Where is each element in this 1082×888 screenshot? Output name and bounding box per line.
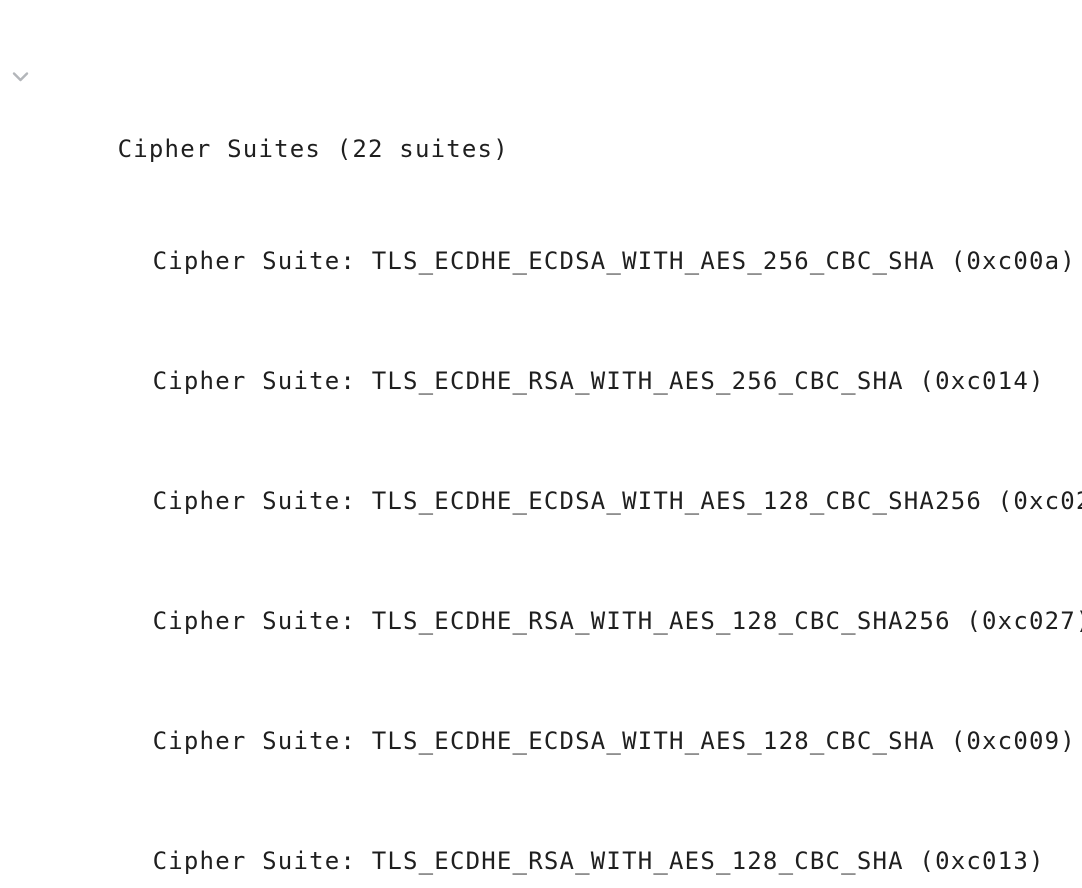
- cipher-suite-text: Cipher Suite: TLS_ECDHE_RSA_WITH_AES_128…: [152, 607, 1082, 635]
- cipher-suite-row[interactable]: Cipher Suite: TLS_ECDHE_RSA_WITH_AES_256…: [0, 327, 1082, 395]
- chevron-down-icon[interactable]: [12, 72, 29, 83]
- cipher-suite-row[interactable]: Cipher Suite: TLS_ECDHE_ECDSA_WITH_AES_1…: [0, 447, 1082, 515]
- cipher-suites-header-label: Cipher Suites (22 suites): [117, 135, 509, 163]
- cipher-suite-list: Cipher Suite: TLS_ECDHE_ECDSA_WITH_AES_2…: [0, 151, 1082, 888]
- cipher-suites-header-row[interactable]: Cipher Suites (22 suites): [0, 59, 1082, 163]
- cipher-suite-text: Cipher Suite: TLS_ECDHE_ECDSA_WITH_AES_1…: [152, 727, 1076, 755]
- cipher-suite-text: Cipher Suite: TLS_ECDHE_RSA_WITH_AES_128…: [152, 847, 1045, 875]
- cipher-suite-row[interactable]: Cipher Suite: TLS_ECDHE_ECDSA_WITH_AES_1…: [0, 687, 1082, 755]
- cipher-suite-text: Cipher Suite: TLS_ECDHE_RSA_WITH_AES_256…: [152, 367, 1045, 395]
- cipher-suite-row[interactable]: Cipher Suite: TLS_ECDHE_RSA_WITH_AES_128…: [0, 567, 1082, 635]
- cipher-suite-row[interactable]: Cipher Suite: TLS_ECDHE_RSA_WITH_AES_128…: [0, 807, 1082, 875]
- cipher-suite-row[interactable]: Cipher Suite: TLS_ECDHE_ECDSA_WITH_AES_2…: [0, 207, 1082, 275]
- cipher-suite-text: Cipher Suite: TLS_ECDHE_ECDSA_WITH_AES_2…: [152, 247, 1076, 275]
- cipher-suite-text: Cipher Suite: TLS_ECDHE_ECDSA_WITH_AES_1…: [152, 487, 1082, 515]
